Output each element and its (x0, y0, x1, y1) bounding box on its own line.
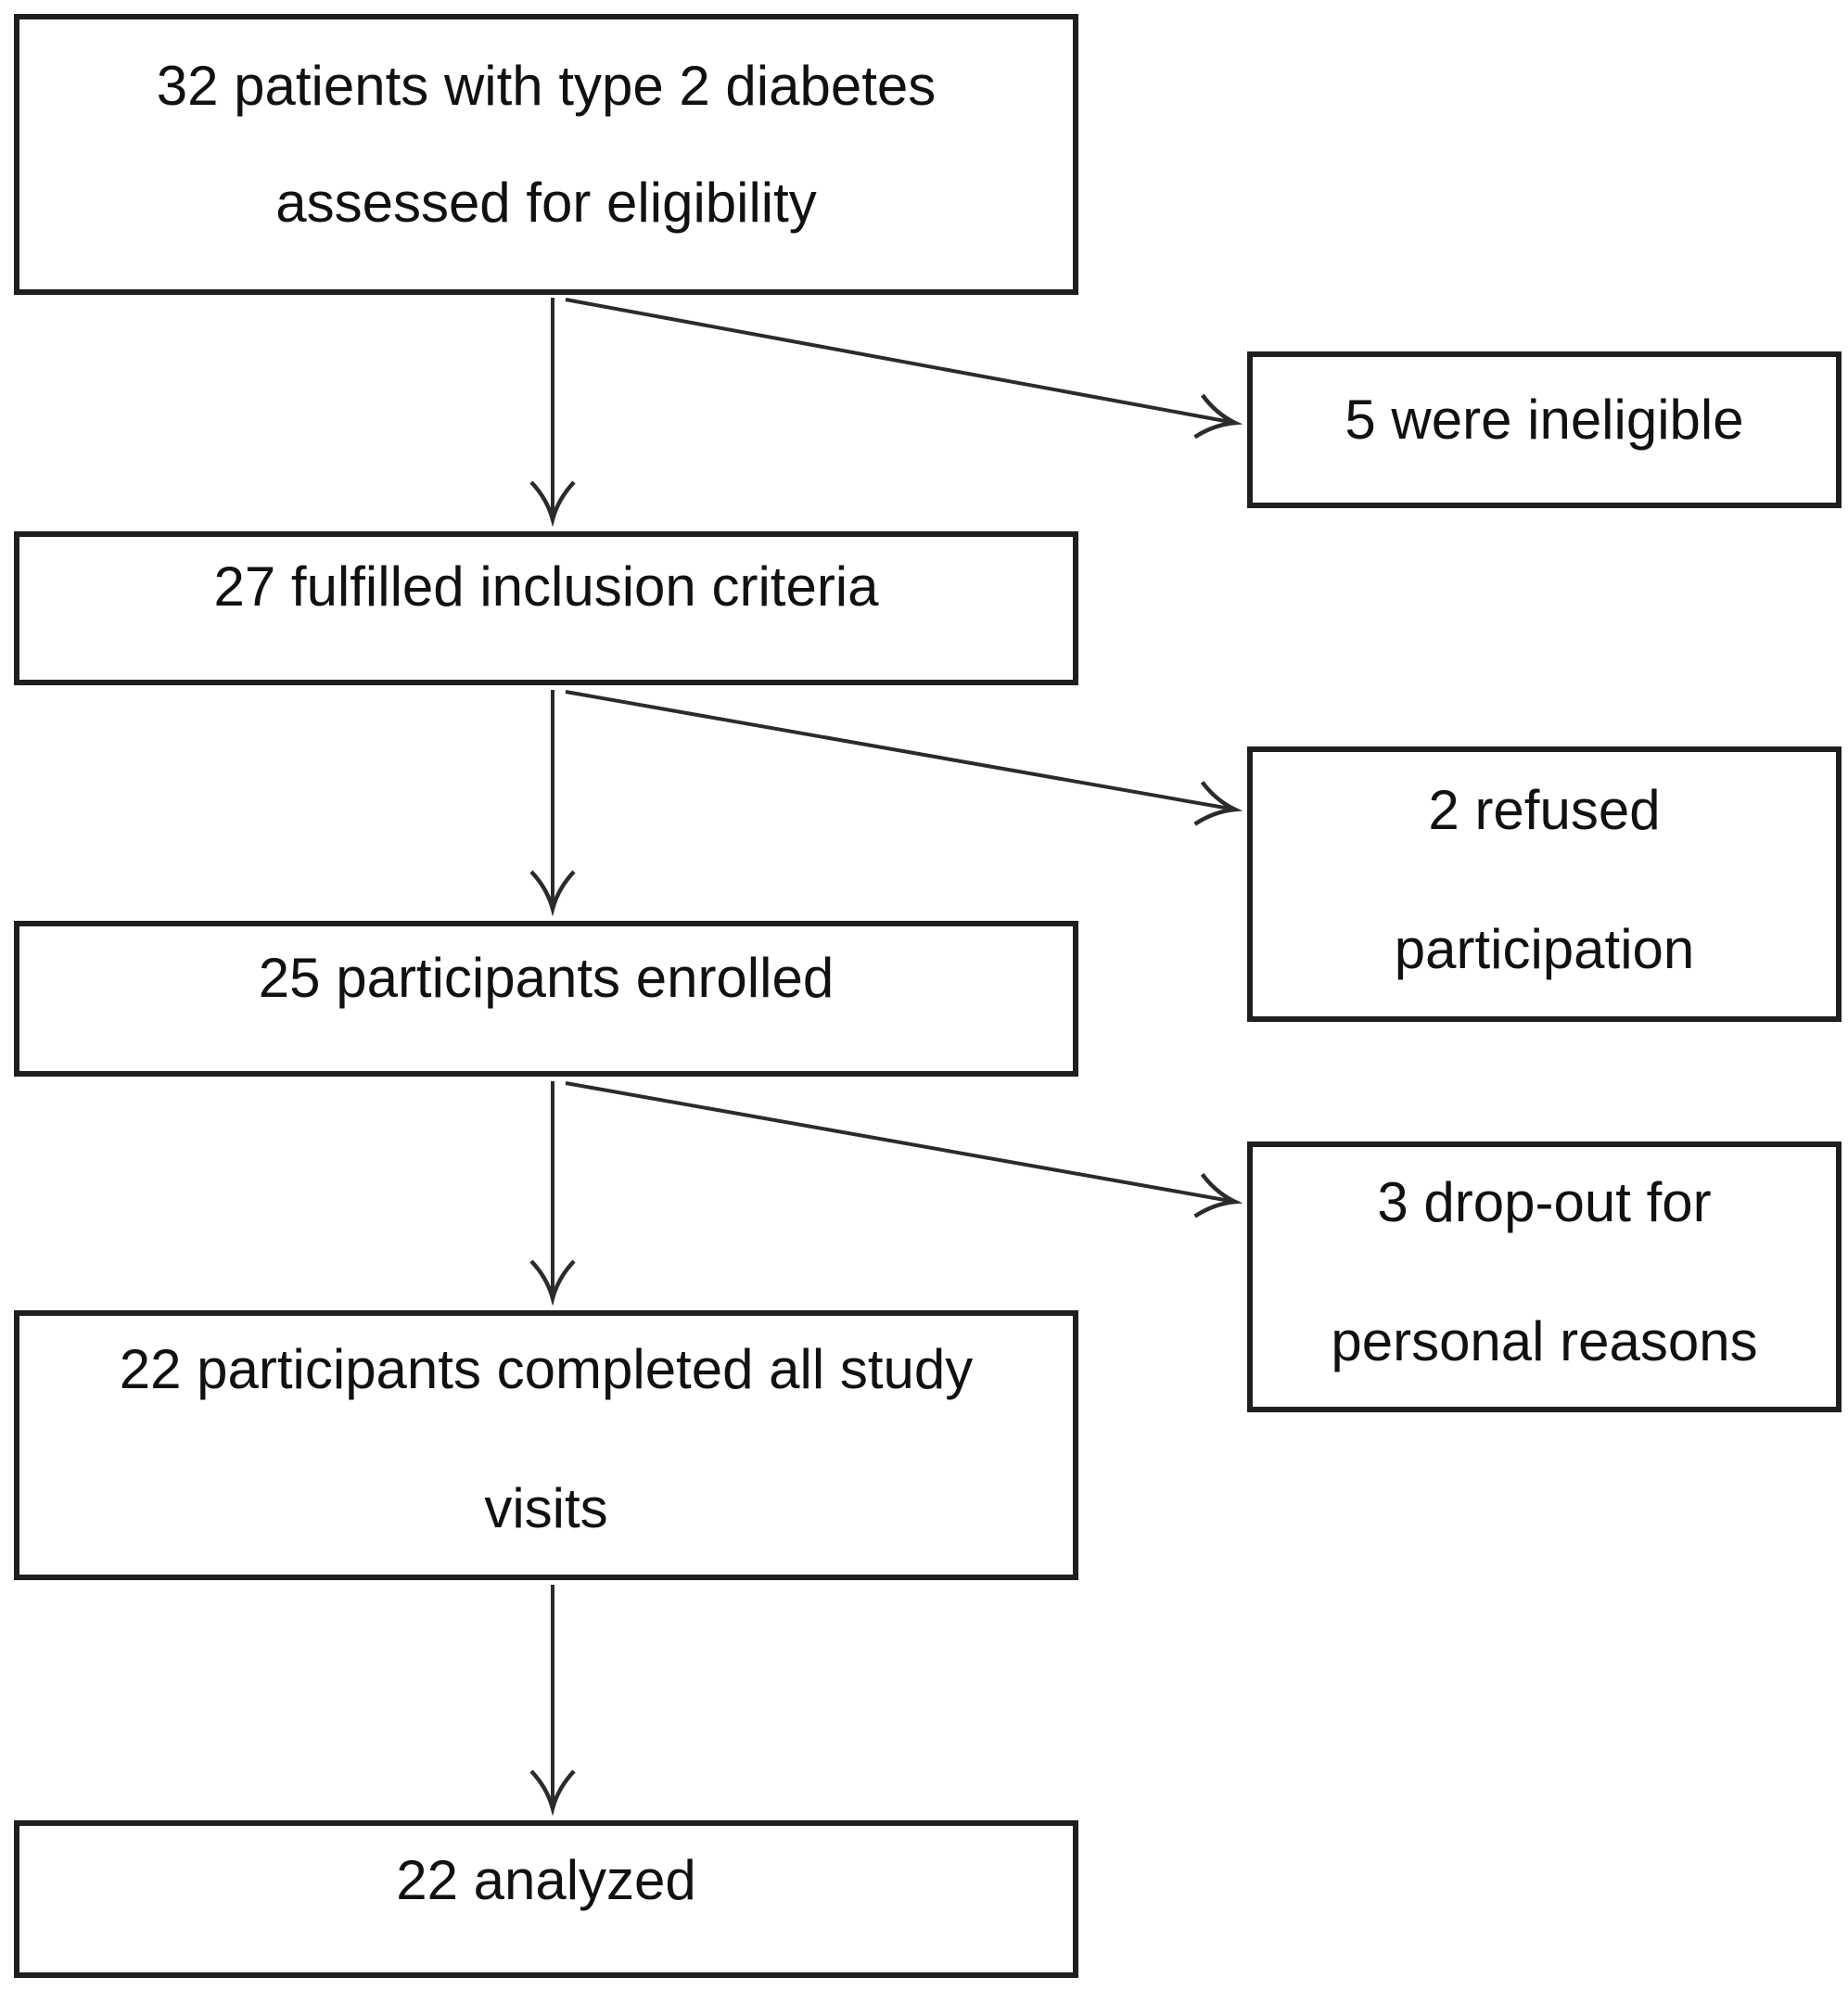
node-text-line: 22 participants completed all study (119, 1337, 974, 1400)
flow-node-analyzed: 22 analyzed (14, 1820, 1078, 1978)
node-text-line: 5 were ineligible (1345, 388, 1744, 451)
connector-assessed-ineligible (565, 298, 1235, 423)
node-text-line: assessed for eligibility (275, 171, 817, 234)
flow-node-enrolled: 25 participants enrolled (14, 921, 1078, 1077)
node-text-line: personal reasons (1331, 1310, 1758, 1372)
node-text-line: 27 fulfilled inclusion criteria (213, 555, 879, 618)
connector-inclusion-refused (565, 690, 1235, 810)
node-text-line: 32 patients with type 2 diabetes (156, 54, 937, 117)
connector-enrolled-dropout (565, 1081, 1235, 1202)
node-text-line: 2 refused (1428, 778, 1661, 841)
node-text-line: 25 participants enrolled (258, 947, 835, 1009)
node-text-line: 22 analyzed (396, 1849, 696, 1911)
node-text-line: participation (1394, 917, 1695, 980)
node-text-line: 3 drop-out for (1377, 1171, 1712, 1233)
flow-node-refused: 2 refused participation (1247, 746, 1842, 1022)
flow-node-completed: 22 participants completed all study visi… (14, 1310, 1078, 1580)
flow-node-assessed: 32 patients with type 2 diabetes assesse… (14, 14, 1078, 295)
node-text-line: visits (484, 1476, 608, 1539)
flow-node-ineligible: 5 were ineligible (1247, 351, 1842, 508)
flow-node-inclusion: 27 fulfilled inclusion criteria (14, 531, 1078, 685)
flow-node-dropout: 3 drop-out for personal reasons (1247, 1142, 1842, 1412)
